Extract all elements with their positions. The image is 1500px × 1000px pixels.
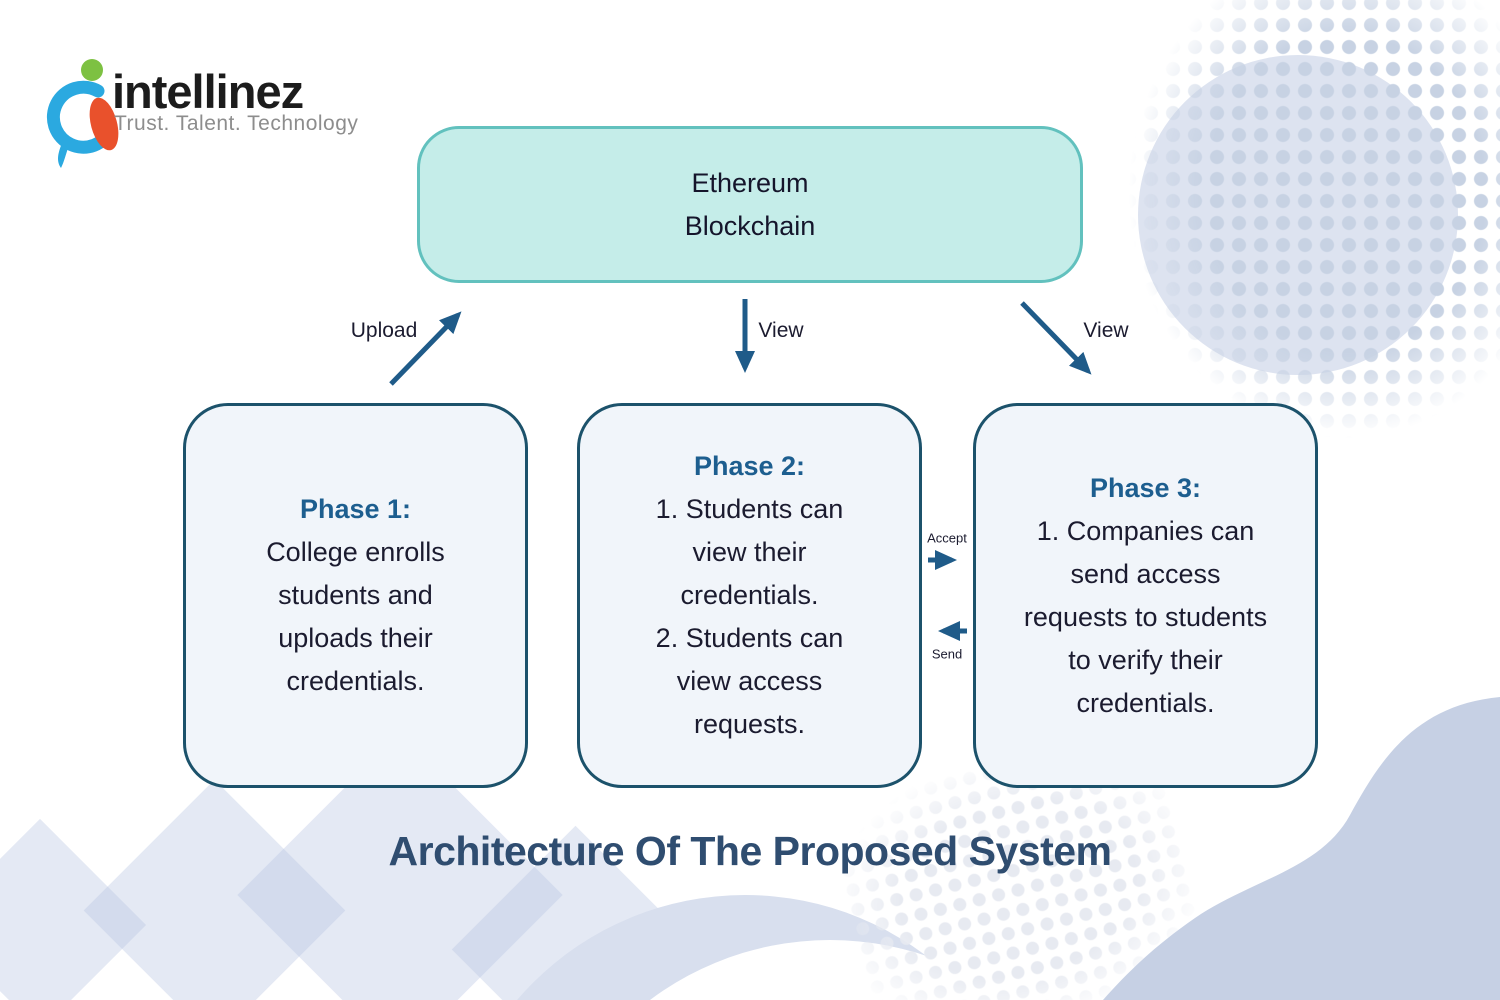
upload-arrow <box>389 311 462 386</box>
accept-arrow-label: Accept <box>927 530 967 546</box>
phase-1-body: College enrolls students and uploads the… <box>266 537 445 696</box>
phase-3-body: 1. Companies can send access requests to… <box>1023 515 1268 718</box>
phase-3-node: Phase 3: 1. Companies can send access re… <box>973 403 1318 788</box>
ethereum-blockchain-node: Ethereum Blockchain <box>417 126 1083 283</box>
phase-3-heading: Phase 3: <box>1089 472 1202 503</box>
send-arrow-label: Send <box>931 646 963 662</box>
page-title: Architecture Of The Proposed System <box>388 828 1112 874</box>
view-arrow-label-middle: View <box>758 319 804 342</box>
view-arrow-label-right: View <box>1083 319 1129 342</box>
phase-1-node: Phase 1: College enrolls students and up… <box>183 403 528 788</box>
logo-tagline: Trust. Talent. Technology <box>114 112 359 135</box>
logo-green-dot <box>81 59 103 81</box>
intellinez-logo-icon <box>46 59 119 168</box>
logo-orange-drop <box>89 97 119 151</box>
upload-arrow-label: Upload <box>350 319 418 342</box>
phase-2-body: 1. Students can view their credentials. … <box>655 494 844 739</box>
phase-1-heading: Phase 1: <box>299 494 412 524</box>
logo-wordmark: intellinez <box>112 65 304 118</box>
phase-2-node: Phase 2: 1. Students can view their cred… <box>577 403 922 788</box>
view-arrow-right <box>1020 301 1092 375</box>
phase-2-heading: Phase 2: <box>693 451 806 481</box>
